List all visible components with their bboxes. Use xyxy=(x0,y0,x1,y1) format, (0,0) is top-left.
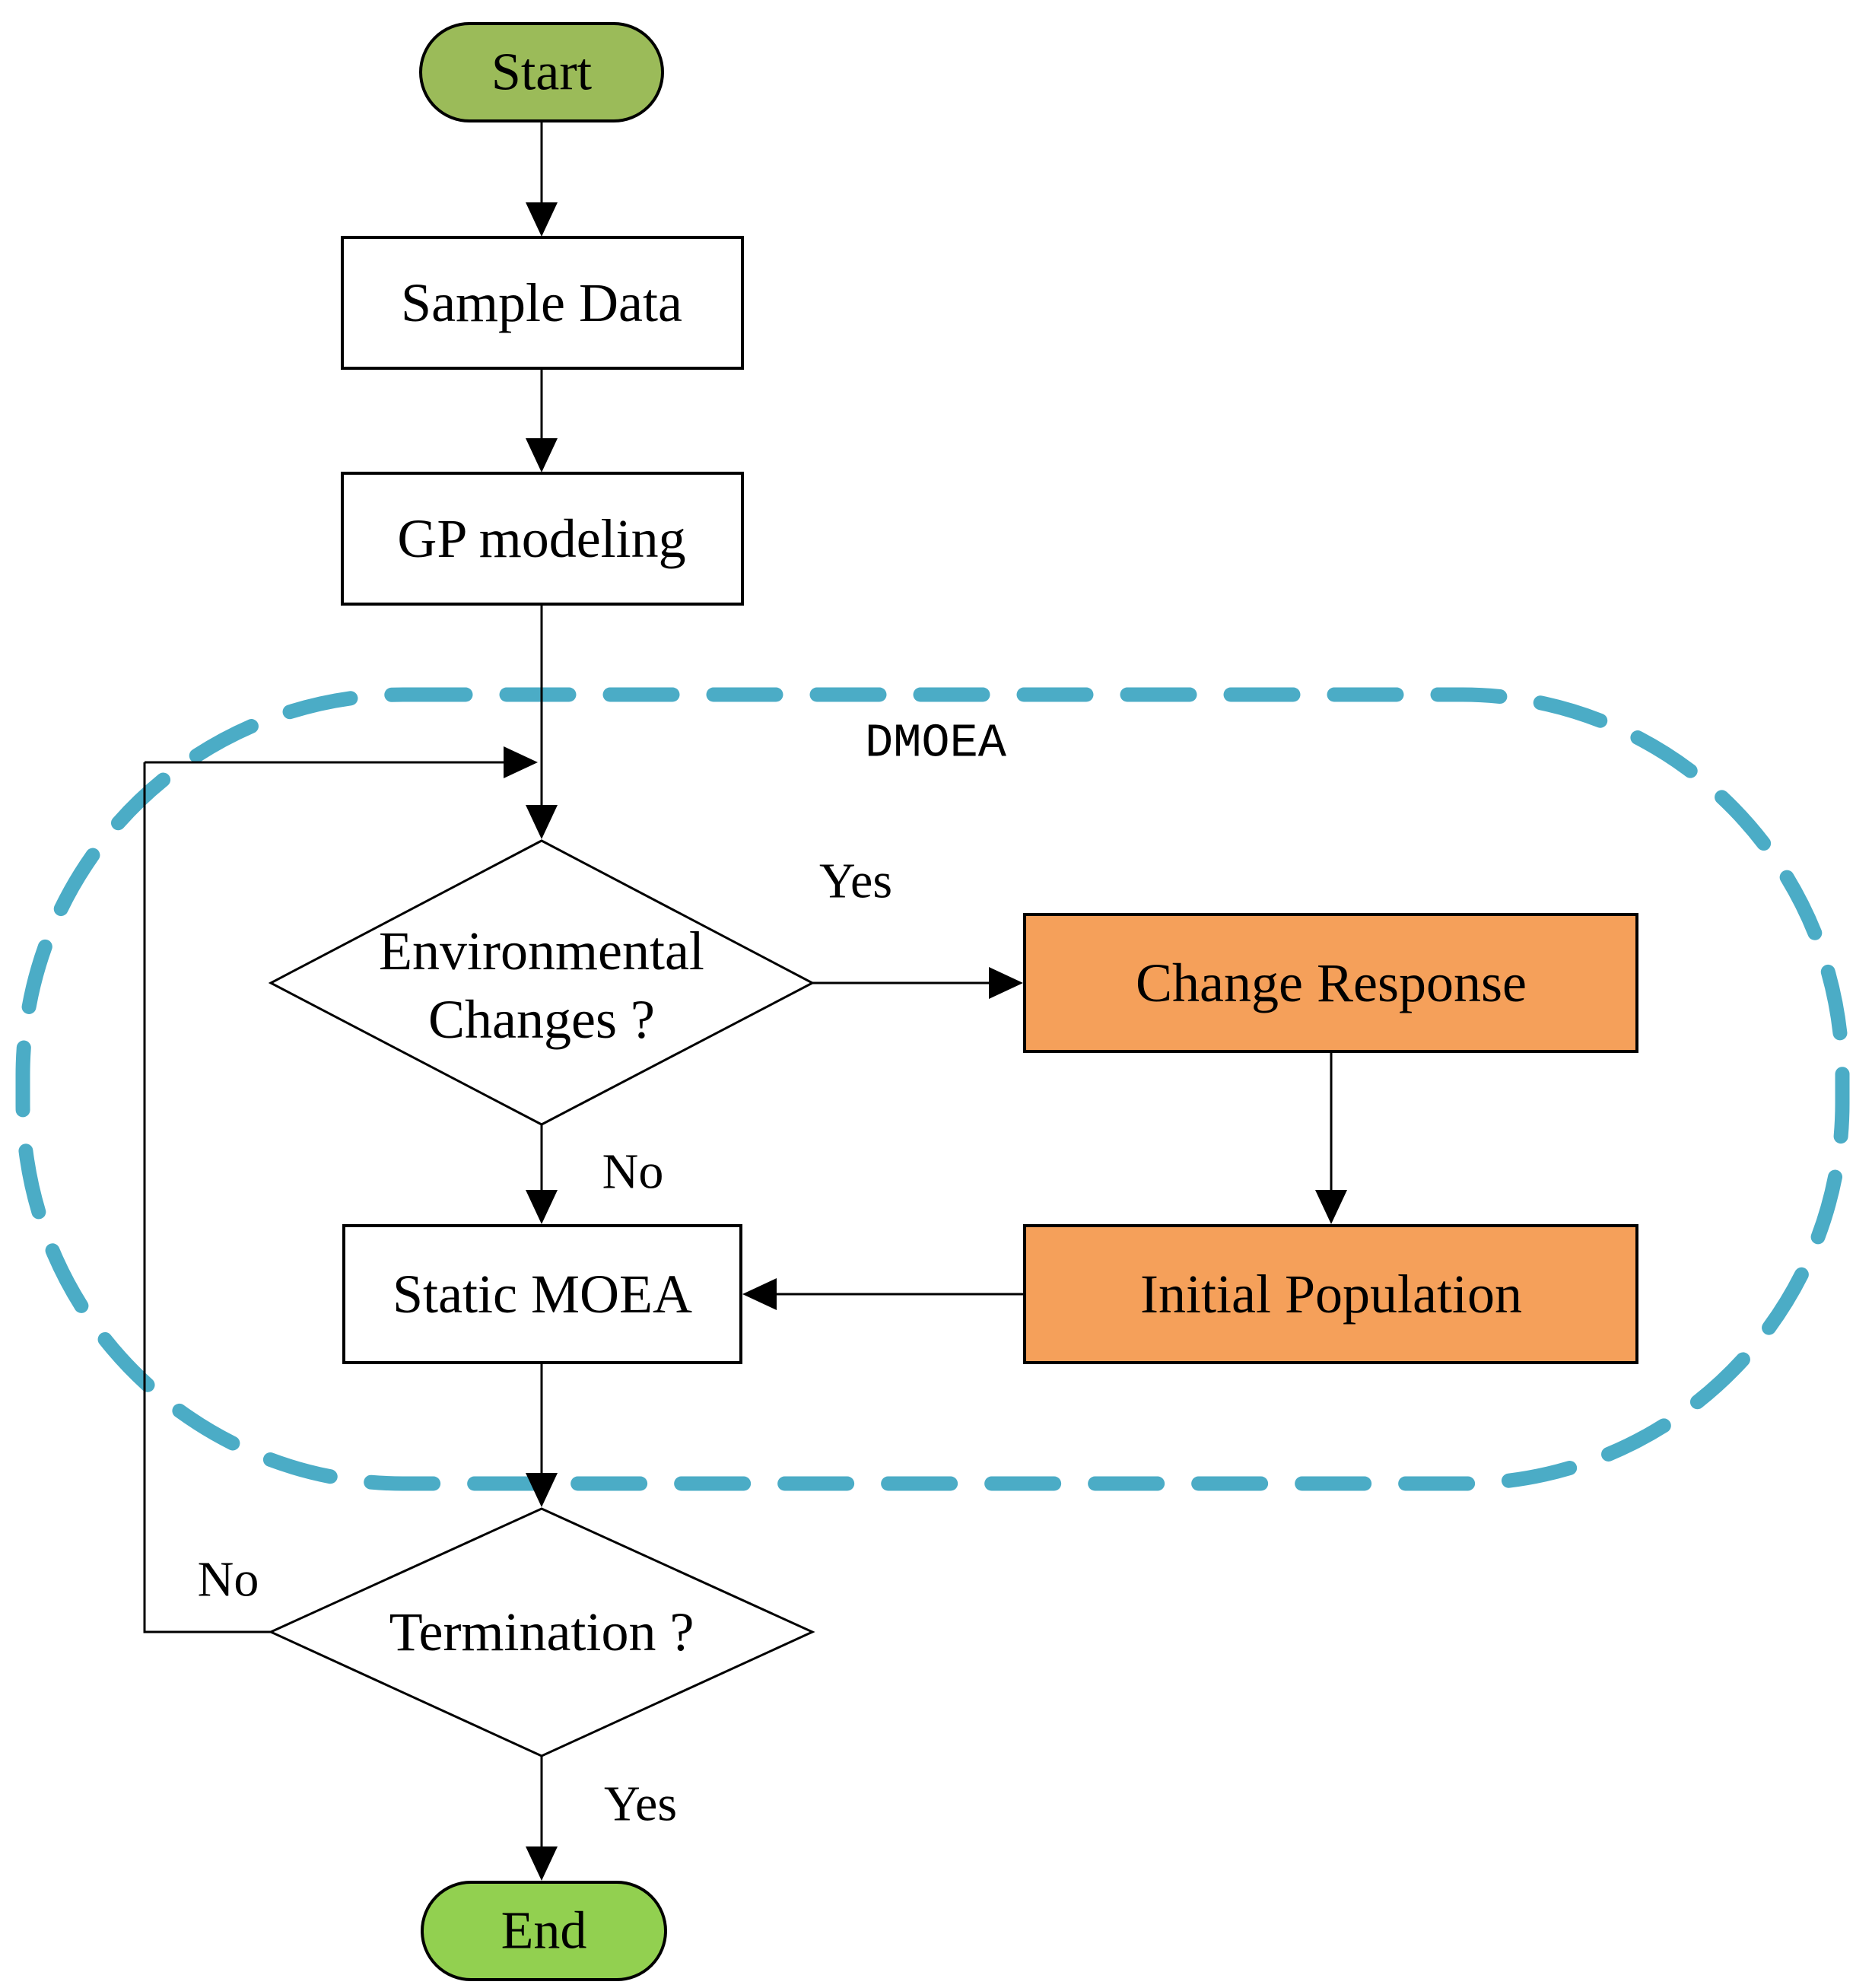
sample-data-node xyxy=(341,236,744,370)
dmoea-boundary xyxy=(15,687,1850,1491)
arrowhead-into-termination xyxy=(526,1473,558,1507)
arrowhead-into-sample xyxy=(526,202,558,237)
dmoea-boundary-label: DMOEA xyxy=(865,717,1007,771)
end-node xyxy=(421,1881,667,1981)
sample-data-label: Sample Data xyxy=(401,272,682,333)
change-response-label: Change Response xyxy=(1136,953,1527,1013)
connector-lines xyxy=(143,121,1333,1849)
arrowhead-into-change xyxy=(989,967,1023,999)
arrowhead-loop-reentry xyxy=(504,746,538,778)
initial-population-node xyxy=(1023,1224,1638,1364)
termination-yes-label: Yes xyxy=(604,1776,677,1832)
environmental-changes-label-line2: Changes ? xyxy=(428,989,655,1050)
arrowhead-into-static-top xyxy=(526,1190,558,1224)
env-no-label: No xyxy=(602,1144,664,1200)
gp-modeling-node xyxy=(341,472,744,606)
arrowhead-into-initial xyxy=(1315,1190,1347,1224)
end-label: End xyxy=(501,1902,587,1961)
termination-label: Termination ? xyxy=(389,1602,694,1662)
initial-population-label: Initial Population xyxy=(1140,1264,1522,1325)
arrowhead-into-gp xyxy=(526,438,558,472)
env-yes-label: Yes xyxy=(819,854,892,909)
edge-termination-loop xyxy=(143,762,271,1633)
change-response-node xyxy=(1023,913,1638,1053)
static-moea-node xyxy=(342,1224,742,1364)
environmental-changes-decision xyxy=(268,839,815,1126)
arrowhead-into-static-right xyxy=(742,1278,777,1310)
start-label: Start xyxy=(491,43,593,102)
start-node xyxy=(419,22,664,122)
arrowheads xyxy=(504,202,1347,1881)
arrowhead-into-envdiamond xyxy=(526,805,558,839)
static-moea-label: Static MOEA xyxy=(393,1264,692,1325)
environmental-changes-label-line1: Environmental xyxy=(379,921,704,981)
termination-decision xyxy=(268,1507,815,1757)
arrowhead-into-end xyxy=(526,1846,558,1881)
termination-no-label: No xyxy=(198,1552,259,1608)
gp-modeling-label: GP modeling xyxy=(397,508,685,569)
